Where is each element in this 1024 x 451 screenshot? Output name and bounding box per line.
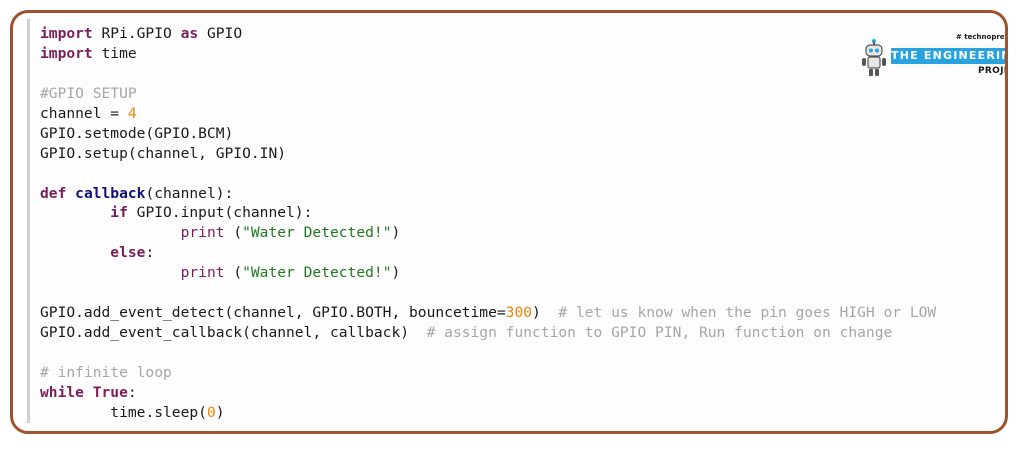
code-token: GPIO.add_event_detect(channel, GPIO.BOTH… (40, 304, 506, 322)
logo-tagline: # technopreneur (956, 33, 1005, 41)
code-line-18: # infinite loop (40, 363, 936, 383)
code-token: time.sleep( (110, 403, 207, 421)
string-token: "Water Detected!" (242, 264, 392, 282)
code-token: ( (224, 264, 243, 282)
code-line-9: def callback(channel): (40, 184, 936, 204)
keyword-token: import (40, 25, 93, 42)
keyword-token: True (92, 383, 128, 401)
code-line-3 (40, 64, 936, 84)
code-token: GPIO (198, 25, 243, 42)
code-token: ) (532, 304, 559, 322)
code-line-20: time.sleep(0) (40, 403, 936, 423)
code-token: time (92, 44, 137, 62)
code-line-15: GPIO.add_event_detect(channel, GPIO.BOTH… (40, 303, 936, 323)
code-token: (channel): (145, 184, 234, 202)
code-token: GPIO.setup(channel, GPIO.IN) (40, 144, 287, 162)
function-name-token: callback (75, 184, 146, 202)
builtin-token: print (180, 264, 225, 282)
comment-token: # let us know when the pin goes HIGH or … (558, 304, 937, 322)
code-token: RPi.GPIO (92, 25, 181, 42)
number-token: 0 (206, 403, 216, 421)
code-line-14 (40, 283, 936, 303)
code-token: channel = (40, 104, 128, 122)
code-token: ) (391, 264, 401, 282)
keyword-token: import (40, 44, 93, 62)
logo-subtitle: PROJECTS (978, 66, 1005, 76)
code-line-12: else: (40, 243, 936, 263)
code-line-2: import time (40, 44, 936, 64)
code-line-7: GPIO.setup(channel, GPIO.IN) (40, 144, 936, 164)
code-line-1: import RPi.GPIO as GPIO (40, 24, 936, 44)
comment-token: #GPIO SETUP (40, 84, 137, 102)
code-line-5: channel = 4 (40, 104, 936, 124)
code-token: ) (391, 224, 401, 242)
comment-token: # infinite loop (40, 363, 172, 381)
code-token: GPIO.setmode(GPIO.BCM) (40, 124, 234, 142)
code-token: : (127, 383, 137, 401)
code-line-6: GPIO.setmode(GPIO.BCM) (40, 124, 936, 144)
indent (40, 264, 181, 281)
code-line-16: GPIO.add_event_callback(channel, callbac… (40, 323, 936, 343)
robot-icon (862, 39, 886, 76)
code-token: ( (224, 224, 243, 242)
keyword-token: while (40, 383, 84, 401)
code-token: GPIO.add_event_callback(channel, callbac… (40, 324, 427, 342)
string-token: "Water Detected!" (242, 224, 392, 242)
code-line-13: print ("Water Detected!") (40, 263, 936, 283)
indent (40, 224, 181, 241)
indent (40, 204, 110, 221)
code-token: GPIO.input(channel): (127, 204, 313, 222)
code-line-4: #GPIO SETUP (40, 84, 936, 104)
code-line-19: while True: (40, 383, 936, 403)
keyword-token: if (110, 204, 128, 222)
keyword-token: as (180, 25, 199, 42)
builtin-token: print (180, 224, 225, 242)
code-line-8 (40, 164, 936, 184)
comment-token: # assign function to GPIO PIN, Run funct… (426, 324, 893, 342)
code-line-17 (40, 343, 936, 363)
code-line-11: print ("Water Detected!") (40, 223, 936, 243)
number-token: 4 (127, 104, 137, 122)
number-token: 300 (505, 304, 533, 322)
logo-banner: THE ENGINEERING (891, 48, 1005, 64)
indent (40, 244, 110, 261)
brand-logo: # technopreneur THE ENGINEERING PROJECTS (860, 33, 1005, 89)
code-token: : (145, 244, 155, 262)
code-line-10: if GPIO.input(channel): (40, 203, 936, 223)
keyword-token: else (110, 244, 146, 262)
indent (40, 404, 110, 421)
code-token: ) (215, 403, 225, 421)
keyword-token: def (40, 184, 67, 202)
